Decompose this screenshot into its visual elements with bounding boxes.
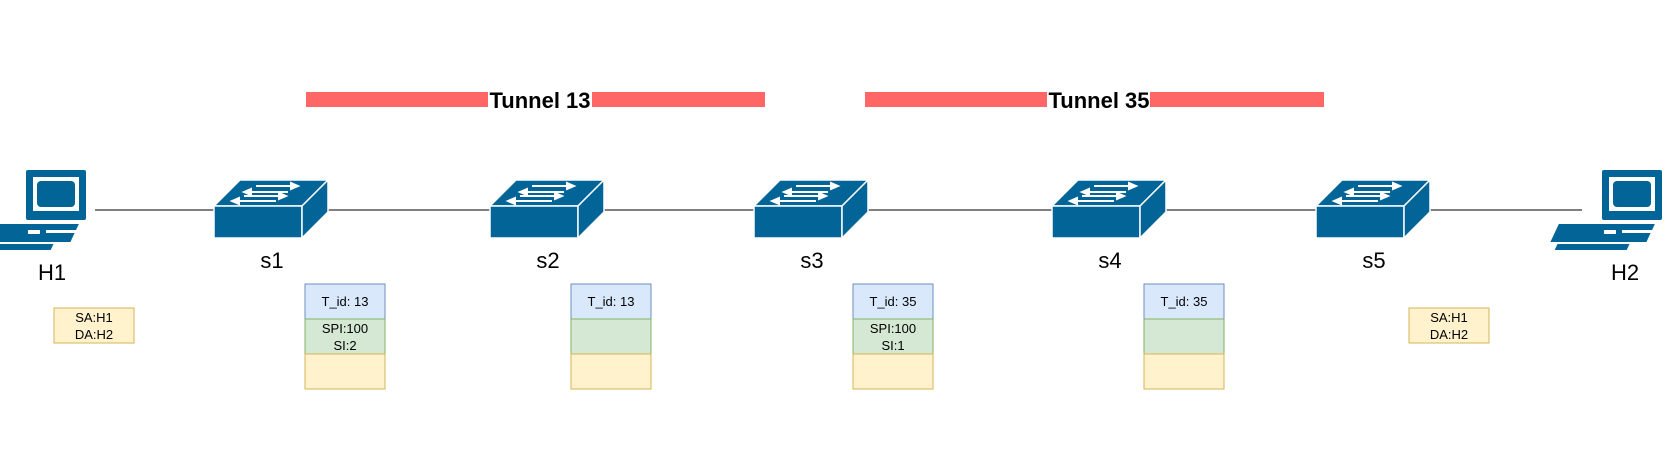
- payload-box: [304, 353, 386, 390]
- nsh-box: [304, 318, 386, 355]
- nsh-box: [570, 318, 652, 355]
- switch-label: s4: [1098, 248, 1121, 273]
- spi-label: SPI:100: [322, 321, 368, 336]
- packet-da: DA:H2: [75, 327, 113, 342]
- payload-box: [852, 353, 934, 390]
- si-label: SI:2: [333, 338, 356, 353]
- switch-s2: s2: [489, 179, 605, 273]
- switch-icon: [489, 179, 605, 239]
- switch-label: s2: [536, 248, 559, 273]
- tunnel-label: Tunnel 35: [1048, 88, 1149, 113]
- spi-label: SPI:100: [870, 321, 916, 336]
- header-stack-s2: T_id: 13: [570, 283, 652, 390]
- header-stack-s3: T_id: 35 SPI:100 SI:1: [852, 283, 934, 390]
- switch-label: s1: [260, 248, 283, 273]
- tunnel-bar-right: [1150, 92, 1324, 107]
- switch-s4: s4: [1051, 179, 1167, 273]
- tid-box: [1143, 283, 1225, 320]
- tunnel-bar-left: [306, 92, 488, 107]
- computer-icon: [0, 170, 86, 250]
- payload-box: [570, 353, 652, 390]
- nsh-box: [1143, 318, 1225, 355]
- host-h1: H1: [0, 170, 86, 285]
- host-label: H1: [38, 260, 66, 285]
- packet-sa: SA:H1: [1430, 310, 1468, 325]
- switch-s1: s1: [213, 179, 329, 273]
- switch-label: s5: [1362, 248, 1385, 273]
- tid-label: T_id: 35: [870, 294, 917, 309]
- switch-icon: [1315, 179, 1431, 239]
- host-h2: H2: [1550, 170, 1662, 285]
- switch-s3: s3: [753, 179, 869, 273]
- switch-icon: [1051, 179, 1167, 239]
- switch-icon: [753, 179, 869, 239]
- tunnel-bar-left: [865, 92, 1047, 107]
- tunnel-35: Tunnel 35: [865, 88, 1324, 113]
- tid-box: [852, 283, 934, 320]
- host-label: H2: [1611, 260, 1639, 285]
- switch-icon: [213, 179, 329, 239]
- packet-box: [1408, 307, 1490, 344]
- packet-h2: SA:H1 DA:H2: [1408, 307, 1490, 344]
- tunnel-bar-right: [592, 92, 765, 107]
- packet-box: [53, 307, 135, 344]
- tid-box: [570, 283, 652, 320]
- payload-box: [1143, 353, 1225, 390]
- nsh-box: [852, 318, 934, 355]
- tid-label: T_id: 13: [588, 294, 635, 309]
- tunnel-13: Tunnel 13: [306, 88, 765, 113]
- switch-label: s3: [800, 248, 823, 273]
- tid-label: T_id: 35: [1161, 294, 1208, 309]
- switch-s5: s5: [1315, 179, 1431, 273]
- packet-sa: SA:H1: [75, 310, 113, 325]
- tunnel-label: Tunnel 13: [489, 88, 590, 113]
- packet-h1: SA:H1 DA:H2: [53, 307, 135, 344]
- si-label: SI:1: [881, 338, 904, 353]
- tid-label: T_id: 13: [322, 294, 369, 309]
- packet-da: DA:H2: [1430, 327, 1468, 342]
- header-stack-s1: T_id: 13 SPI:100 SI:2: [304, 283, 386, 390]
- header-stack-s4: T_id: 35: [1143, 283, 1225, 390]
